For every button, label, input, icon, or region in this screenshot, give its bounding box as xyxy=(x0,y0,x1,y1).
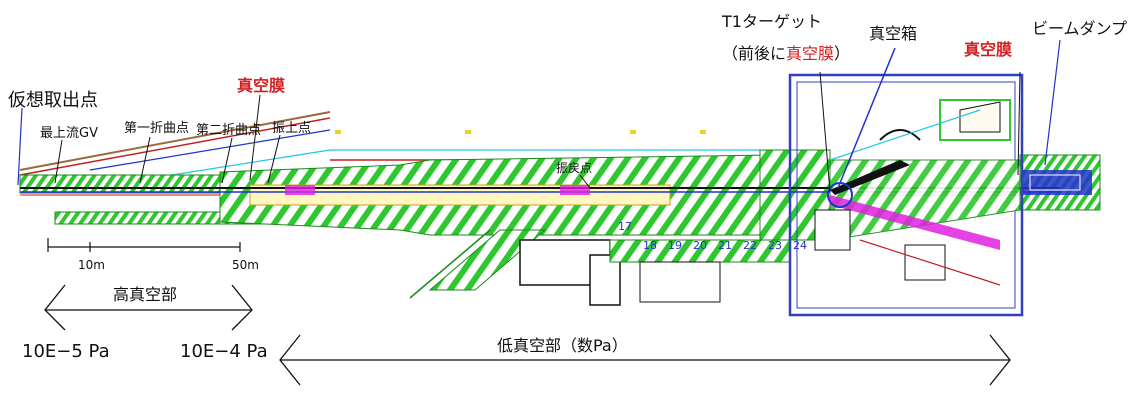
vacuum-film-note-red: 真空膜 xyxy=(786,44,835,63)
segment-number: 18 xyxy=(643,239,657,252)
pressure-right-label: 10E−4 Pa xyxy=(180,341,268,362)
segment-number: 19 xyxy=(668,239,682,252)
vacuum-film-note-prefix: （前後に xyxy=(722,44,787,63)
t1-target-label: T1ターゲット xyxy=(722,12,822,31)
first-bend-label: 第一折曲点 xyxy=(124,121,190,136)
vacuum-box-label: 真空箱 xyxy=(869,24,918,43)
low-vacuum-label: 低真空部（数Pa） xyxy=(497,336,628,355)
scale-10m-label: 10m xyxy=(78,258,105,272)
most-upstream-gv-label: 最上流GV xyxy=(40,126,98,141)
segment-number: 24 xyxy=(793,239,807,252)
segment-number: 17 xyxy=(618,220,632,233)
high-vacuum-label: 高真空部 xyxy=(113,285,178,304)
beam-dump-label: ビームダンプ xyxy=(1032,19,1128,38)
vacuum-film-note: （前後に真空膜） xyxy=(722,46,850,62)
vacuum-film-note-suffix: ） xyxy=(834,44,851,63)
distance-scale-bar xyxy=(47,238,241,252)
vacuum-film-right-label: 真空膜 xyxy=(964,40,1013,59)
scale-50m-label: 50m xyxy=(232,258,259,272)
high-vacuum-range-arrow xyxy=(44,284,253,331)
segment-number: 22 xyxy=(743,239,757,252)
segment-number: 23 xyxy=(768,239,782,252)
lower-branch-ducts xyxy=(409,229,791,306)
swing-back-point-label: 振戻点 xyxy=(556,161,593,175)
second-bend-label: 第二折曲点 xyxy=(196,123,262,138)
virtual-extraction-point-label: 仮想取出点 xyxy=(8,90,98,111)
accent-marks xyxy=(285,109,1001,286)
segment-numbers: 17 18 19 20 21 22 23 24 xyxy=(618,220,807,252)
vacuum-film-left-label: 真空膜 xyxy=(237,76,286,95)
main-beamline-shielding xyxy=(19,149,1101,241)
leader-lines xyxy=(17,39,1061,193)
segment-number: 21 xyxy=(718,239,732,252)
swing-up-point-label: 振上点 xyxy=(272,121,312,136)
pressure-left-label: 10E−5 Pa xyxy=(22,341,110,362)
target-station xyxy=(788,73,1024,317)
low-vacuum-range-arrow xyxy=(279,334,1011,386)
segment-number: 20 xyxy=(693,239,707,252)
